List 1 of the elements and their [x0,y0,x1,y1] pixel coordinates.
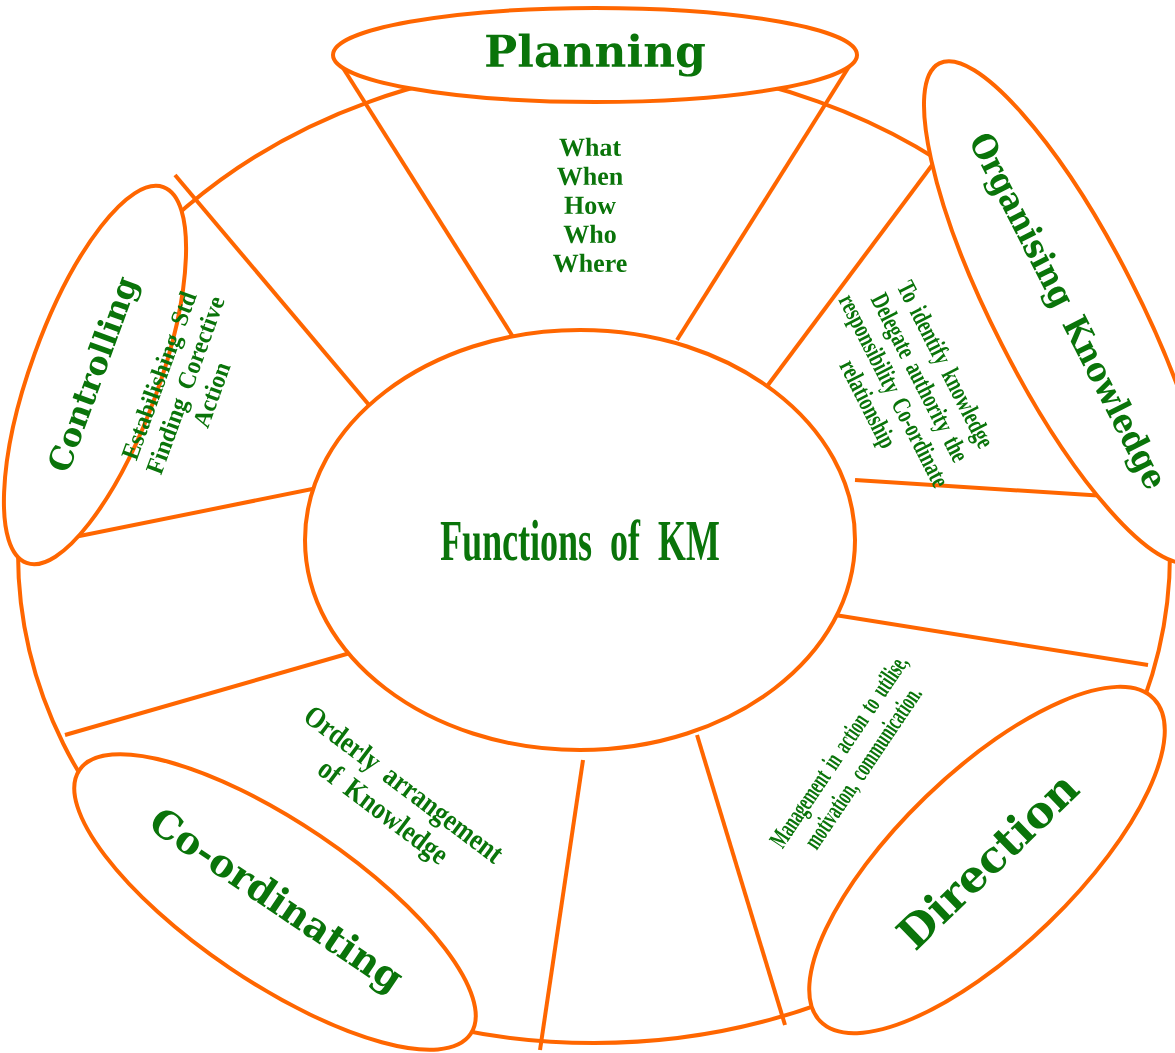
segment-text: What When How Who Where [553,137,627,273]
